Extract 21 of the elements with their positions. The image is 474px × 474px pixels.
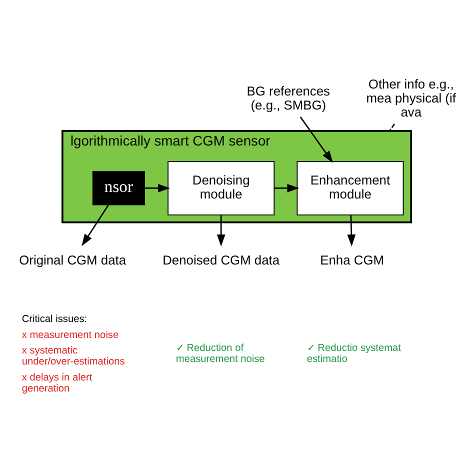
connector (388, 122, 396, 131)
arrow (216, 214, 226, 246)
node-box: nsor (92, 170, 145, 205)
label: ✓ Reductio systemat estimatio (306, 342, 401, 364)
label: x systematic under/over-estimations (22, 345, 125, 368)
node-text: Other info e.g., mea physical (if ava (366, 76, 456, 119)
node-text: Original CGM data (19, 252, 126, 267)
arrow (300, 116, 333, 162)
node-text: Enha CGM (320, 252, 384, 267)
node-box: Denoising module (168, 160, 275, 215)
label: x delays in alert generation (22, 372, 92, 394)
arrow (82, 204, 110, 246)
label: ✓ Reduction of measurement noise (176, 342, 265, 364)
arrow (274, 183, 300, 192)
label: x measurement noise (22, 329, 119, 340)
arrow (347, 214, 356, 246)
arrow (144, 183, 170, 192)
node-text: Denoised CGM data (162, 252, 280, 267)
node-text: BG references (e.g., SMBG) (246, 83, 330, 112)
label: Critical issues: (22, 314, 88, 325)
node-box: Enhancement module (296, 160, 404, 215)
